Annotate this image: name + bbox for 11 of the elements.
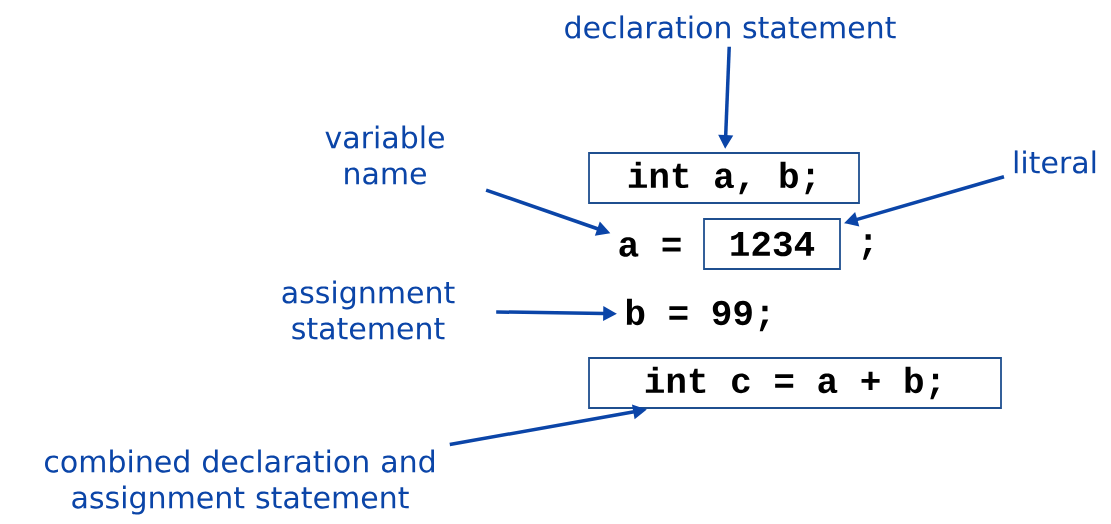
annotation-text: literal bbox=[1014, 150, 1096, 174]
code-box: 1234 bbox=[703, 218, 841, 270]
annotation-text: assignment statement bbox=[282, 280, 455, 340]
code-box: int a, b; bbox=[588, 152, 860, 204]
semicolon: ; bbox=[862, 234, 872, 260]
annotation-text: combined declaration and assignment statement bbox=[45, 449, 434, 515]
code-line: b = 99; bbox=[626, 298, 769, 332]
code-box: int c = a + b; bbox=[588, 357, 1002, 409]
code-line: a = bbox=[619, 237, 681, 257]
annotation-text: variable name bbox=[325, 125, 444, 185]
annotation-text: declaration statement bbox=[565, 15, 896, 39]
